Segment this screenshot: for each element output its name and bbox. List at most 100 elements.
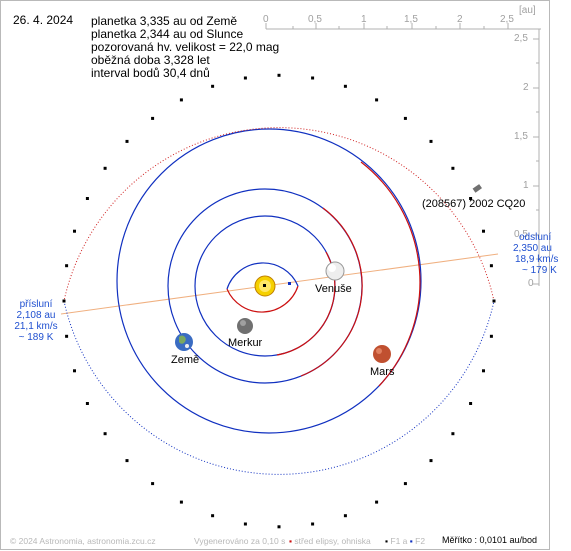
venus-label: Venuše xyxy=(315,283,352,295)
orbit-interval-point xyxy=(179,500,183,504)
asteroid-label: (208567) 2002 CQ20 xyxy=(422,198,526,210)
orbit-interval-point xyxy=(85,402,89,405)
top-tick-1: 1 xyxy=(361,14,367,25)
right-tick-0-5: 0,5 xyxy=(514,229,528,240)
orbit-interval-point xyxy=(103,432,107,436)
top-tick-2: 2 xyxy=(457,14,463,25)
orbit-interval-point xyxy=(62,299,66,303)
right-tick-2-5: 2,5 xyxy=(514,33,528,44)
mars-label: Mars xyxy=(370,366,395,378)
info-magnitude: pozorovaná hv. velikost = 22,0 mag xyxy=(91,40,280,54)
orbit-interval-point xyxy=(73,369,76,373)
orbit-interval-point xyxy=(469,197,473,200)
orbit-interval-point xyxy=(492,299,496,303)
orbit-interval-point xyxy=(311,522,315,526)
top-tick-2-5: 2,5 xyxy=(500,14,514,25)
perihelion-temp: ~ 189 K xyxy=(18,332,54,343)
venus-icon xyxy=(325,261,345,281)
info-interval: interval bodů 30,4 dnů xyxy=(91,66,210,80)
aphelion-distance: 2,350 au xyxy=(513,243,552,254)
orbit-interval-point xyxy=(343,514,347,518)
center-legend-text: střed elipsy, ohniska xyxy=(294,536,371,546)
info-distance-earth: planetka 3,335 au od Země xyxy=(91,14,238,28)
date-label: 26. 4. 2024 xyxy=(13,13,74,27)
orbit-interval-point xyxy=(429,139,433,143)
apsis-line xyxy=(60,253,499,315)
asteroid-orbit-points xyxy=(62,73,496,529)
orbit-interval-point xyxy=(451,166,455,170)
orbit-interval-point xyxy=(375,500,379,504)
mercury-icon xyxy=(237,318,253,334)
orbit-interval-point xyxy=(125,139,129,143)
top-tick-0: 0 xyxy=(263,14,269,25)
orbit-interval-point xyxy=(403,116,407,120)
right-tick-1: 1 xyxy=(523,180,529,191)
orbit-interval-point xyxy=(211,84,215,88)
mercury-orbit xyxy=(226,262,299,313)
perihelion-title: přísluní xyxy=(19,299,53,310)
orbit-interval-point xyxy=(489,264,493,268)
orbit-interval-point xyxy=(451,432,455,436)
orbit-interval-point xyxy=(211,514,215,518)
aphelion-title: odsluní xyxy=(519,232,552,243)
second-focus-marker xyxy=(288,282,291,285)
footer-legend-foci: ▪ F1 a ▪ F2 xyxy=(385,536,425,546)
orbit-interval-point xyxy=(151,116,155,120)
orbit-interval-point xyxy=(65,264,69,268)
orbit-interval-point xyxy=(311,76,315,80)
aphelion-speed: 18,9 km/s xyxy=(515,254,559,265)
footer-legend-center: ▪ střed elipsy, ohniska xyxy=(289,536,371,546)
orbit-interval-point xyxy=(403,482,407,486)
orbit-interval-point xyxy=(375,98,379,102)
mars-icon xyxy=(373,345,391,363)
right-tick-1-5: 1,5 xyxy=(514,131,528,142)
footer-copyright: © 2024 Astronomia, astronomia.zcu.cz xyxy=(10,536,156,546)
orbit-interval-point xyxy=(489,334,493,338)
footer-scale: Měřítko : 0,0101 au/bod xyxy=(442,535,538,545)
mercury-label: Merkur xyxy=(228,337,263,349)
orbit-diagram: 26. 4. 2024 planetka 3,335 au od Země pl… xyxy=(0,0,558,550)
orbit-interval-point xyxy=(65,334,69,338)
top-tick-1-5: 1,5 xyxy=(404,14,418,25)
orbit-canvas xyxy=(60,23,541,529)
footer-generated: Vygenerováno za 0,10 s xyxy=(194,536,286,546)
orbit-interval-point xyxy=(103,166,107,170)
top-scale xyxy=(265,23,541,30)
orbit-interval-point xyxy=(125,459,129,463)
right-scale xyxy=(533,29,540,286)
orbit-interval-point xyxy=(469,402,473,405)
top-tick-0-5: 0,5 xyxy=(308,14,322,25)
orbit-interval-point xyxy=(482,229,485,233)
perihelion-speed: 21,1 km/s xyxy=(14,321,58,332)
orbit-interval-point xyxy=(73,229,76,233)
focus1-marker-icon: ▪ xyxy=(385,536,389,546)
focus2-legend-text: F2 xyxy=(415,536,426,546)
perihelion-info: přísluní 2,108 au 21,1 km/s ~ 189 K xyxy=(7,299,65,343)
scale-unit: [au] xyxy=(519,5,536,16)
orbit-interval-point xyxy=(151,482,155,486)
orbit-interval-point xyxy=(482,369,485,373)
mars-orbit xyxy=(116,128,422,434)
orbit-interval-point xyxy=(85,197,89,200)
orbit-interval-point xyxy=(277,73,281,77)
right-tick-0: 0 xyxy=(528,278,534,289)
orbit-interval-point xyxy=(179,98,183,102)
info-period: oběžná doba 3,328 let xyxy=(91,53,210,67)
orbit-interval-point xyxy=(277,525,281,529)
asteroid-icon xyxy=(472,184,482,193)
orbit-interval-point xyxy=(429,459,433,463)
orbit-interval-point xyxy=(243,76,247,80)
sun-icon xyxy=(254,275,276,297)
aphelion-info: odsluní 2,350 au 18,9 km/s ~ 179 K xyxy=(501,232,571,276)
right-tick-2: 2 xyxy=(523,82,529,93)
info-distance-sun: planetka 2,344 au od Slunce xyxy=(91,27,244,41)
center-marker-icon: ▪ xyxy=(289,536,293,546)
asteroid-orbit xyxy=(63,127,495,475)
earth-orbit xyxy=(167,188,363,384)
perihelion-distance: 2,108 au xyxy=(16,310,56,321)
orbit-interval-point xyxy=(243,522,247,526)
earth-label: Země xyxy=(171,354,200,366)
focus2-marker-icon: ▪ xyxy=(409,536,413,546)
orbit-interval-point xyxy=(343,84,347,88)
earth-icon xyxy=(175,333,193,351)
